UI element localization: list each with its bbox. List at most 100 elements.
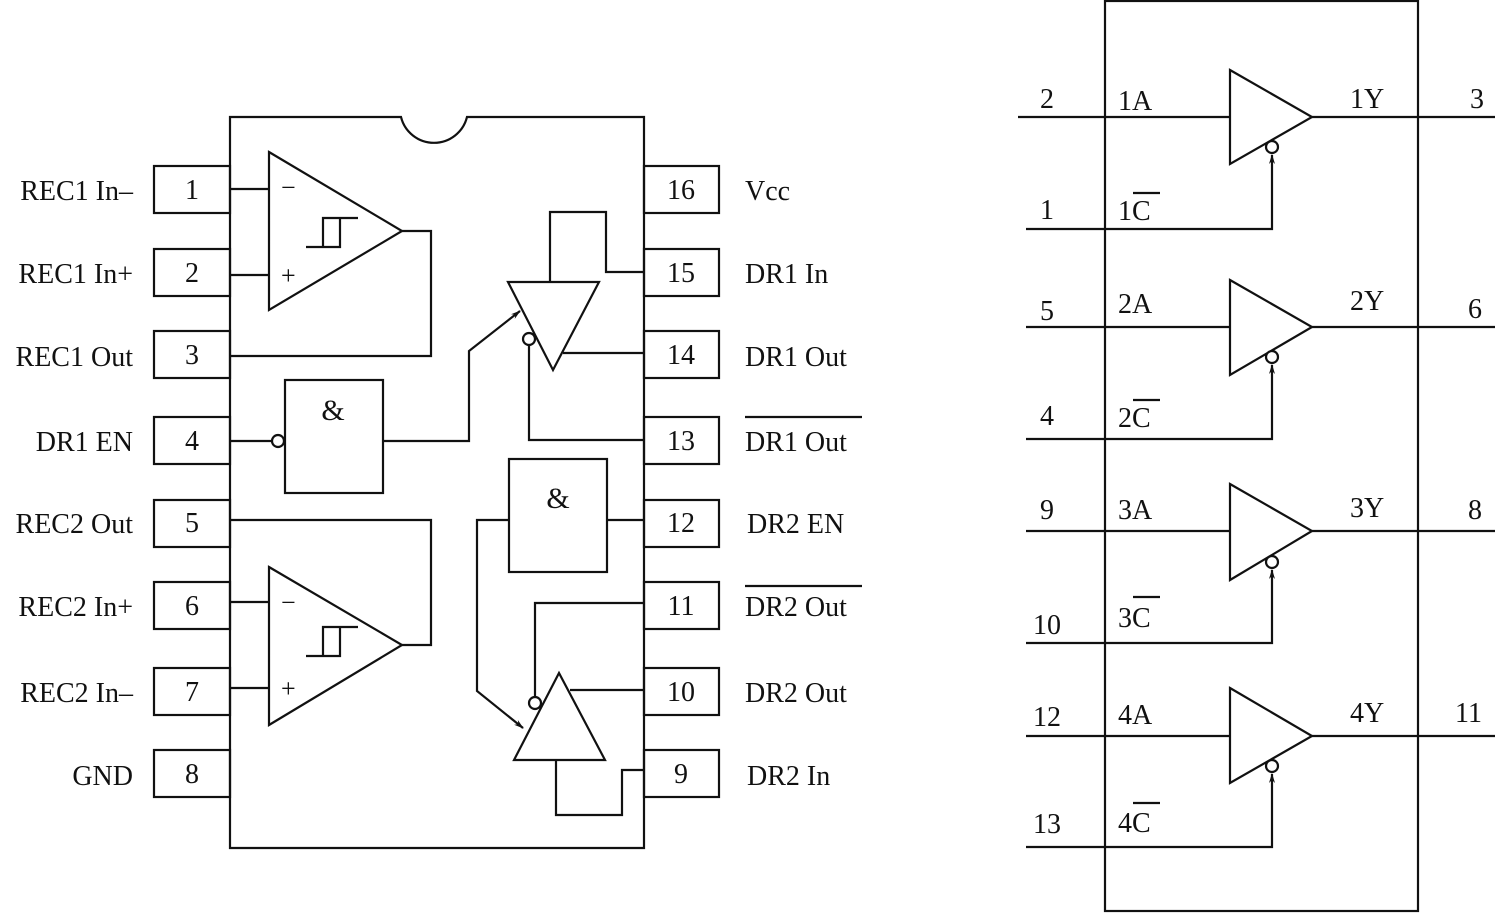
and-symbol: & [321,394,344,427]
pin-number: 1 [185,175,199,206]
driver-triangle [512,670,607,762]
plus-sign: + [281,261,296,290]
pin-number: 4 [185,426,199,457]
pin-box-8[interactable] [152,748,232,799]
tristate-buffer-4: 12 4A 4Y 11 13 4C [1026,686,1495,849]
pin-box-7[interactable] [152,666,232,717]
pin-number: 3 [185,340,199,371]
input-label: 4A [1118,700,1153,731]
pin-box-6[interactable] [152,580,232,631]
ic-body-outline [228,115,646,850]
pin-number: 8 [185,759,199,790]
input-label: 2A [1118,289,1153,320]
control-label-prefix: 3 [1118,603,1132,634]
pin-box-16[interactable] [642,164,721,215]
right-pin-numbers: 16 15 14 13 12 11 10 9 [667,175,695,790]
wire [548,210,644,282]
pin-number: 9 [1040,495,1054,526]
pin-number: 16 [667,175,695,206]
output-label: 2Y [1350,286,1384,317]
left-pin-numbers: 1 2 3 4 5 6 7 8 [185,175,199,790]
pin-number: 6 [1468,294,1482,325]
driver-triangle [506,280,601,373]
right-pin-labels: Vcc DR1 In DR1 Out DR1 Out DR2 EN DR2 Ou… [745,176,862,792]
pin-box-10[interactable] [642,666,721,717]
hysteresis-icon [306,625,358,658]
pin-number: 4 [1040,401,1054,432]
inversion-bubble [527,695,543,711]
pin-number: 10 [1033,610,1061,641]
pin-label: REC2 Out [16,509,134,540]
pin-box-9[interactable] [642,748,721,799]
pin-label: REC2 In+ [18,592,133,623]
pin-number: 12 [1033,702,1061,733]
control-label: 1C [1118,196,1151,227]
pin-box-3[interactable] [152,329,232,380]
control-wire [1026,364,1275,441]
output-label: 1Y [1350,84,1384,115]
right-ic-package [1103,0,1420,913]
receiver-1-comparator: − + [230,150,433,358]
pin-label: DR2 EN [747,509,844,540]
pin-box-5[interactable] [152,498,232,549]
pin-number: 9 [674,759,688,790]
pin-number: 5 [185,508,199,539]
pin-label: REC1 Out [16,342,134,373]
dr1-enable-and-gate: & [230,310,521,495]
input-label: 1A [1118,86,1153,117]
control-label: 2C [1118,403,1151,434]
control-label: 4C [1118,808,1151,839]
pin-box-14[interactable] [642,329,721,380]
inversion-bubble [1264,139,1280,155]
pin-number: 12 [667,508,695,539]
pin-label: DR1 EN [36,427,133,458]
control-label-prefix: 2 [1118,403,1132,434]
tristate-buffer-2: 5 2A 2Y 6 4 2C [1026,278,1495,441]
pin-number: 11 [668,591,695,622]
control-label-letter: C [1132,603,1151,634]
tristate-buffer-3: 9 3A 3Y 8 10 3C [1026,482,1495,645]
pin-number: 11 [1455,698,1482,729]
output-label: 3Y [1350,493,1384,524]
dr2-enable-and-gate: & [475,457,644,729]
pin-box-12[interactable] [642,498,721,549]
pin-box-11[interactable] [642,580,721,631]
pin-label: DR1 In [745,259,828,290]
inversion-bubble [521,331,537,347]
output-label: 4Y [1350,698,1384,729]
pin-number: 8 [1468,495,1482,526]
pin-label: REC1 In– [20,176,134,207]
pin-number: 7 [185,677,199,708]
control-label-letter: C [1132,196,1151,227]
wire [230,229,433,358]
pin-label: REC1 In+ [18,259,133,290]
pin-label-inverted: DR2 Out [745,592,847,623]
wire [527,345,644,442]
ic-body-outline [1103,0,1420,913]
right-pin-boxes [642,164,721,799]
pin-number: 3 [1470,84,1484,115]
control-label-prefix: 1 [1118,196,1132,227]
control-wire [1026,154,1275,231]
minus-sign: − [281,173,296,202]
inversion-bubble [270,433,286,449]
control-label-letter: C [1132,403,1151,434]
inversion-bubble [1264,758,1280,774]
pin-box-2[interactable] [152,247,232,298]
pin-number: 13 [1033,809,1061,840]
pin-label: DR1 Out [745,342,847,373]
and-gate-box [283,378,385,495]
control-label-letter: C [1132,808,1151,839]
pin-label-inverted: DR1 Out [745,427,847,458]
pin-number: 1 [1040,195,1054,226]
driver-1-buffer [506,210,644,442]
tristate-buffer-1: 2 1A 1Y 3 1 1C [1018,68,1495,231]
pin-number: 2 [1040,84,1054,115]
pin-label: DR2 Out [745,678,847,709]
driver-2-buffer [512,601,644,817]
control-wire [1026,773,1275,849]
receiver-2-comparator: − + [230,518,433,727]
inversion-bubble [1264,554,1280,570]
pin-number: 10 [667,677,695,708]
